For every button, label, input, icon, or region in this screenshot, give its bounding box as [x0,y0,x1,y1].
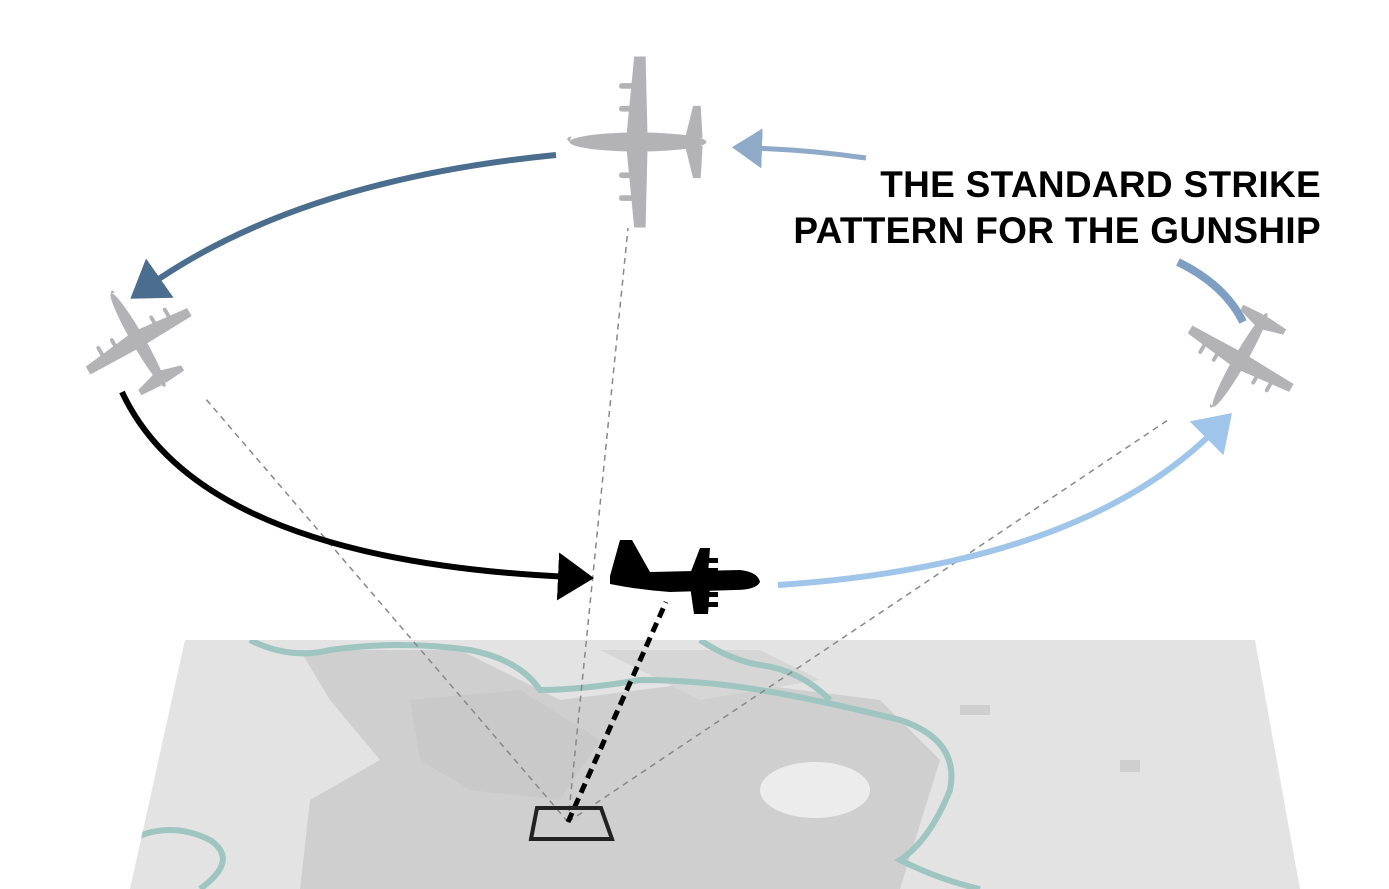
direction-arrow-icon [1176,258,1247,324]
sight-lines [204,227,1169,823]
fire-line [565,600,669,824]
gunship-plane-icon-active [610,540,760,614]
ground-map [130,640,1300,889]
direction-arrow-icon [732,128,867,169]
sight-line-top [567,227,629,823]
gunship-plane-icon [567,56,707,228]
title-line-2: PATTERN FOR THE GUNSHIP [793,210,1321,251]
direction-arrow-icon [130,152,557,299]
direction-arrow-icon [119,390,594,601]
gunship-plane-icon [1161,283,1318,438]
target-zone-icon [528,806,615,841]
direction-arrow-icon [777,413,1232,588]
river [130,640,981,889]
sight-line-left [204,397,569,823]
diagram-title: THE STANDARD STRIKE PATTERN FOR THE GUNS… [793,162,1321,254]
gunship-plane-icon [59,262,216,417]
title-line-1: THE STANDARD STRIKE [880,164,1321,205]
urban-areas [300,650,1140,889]
